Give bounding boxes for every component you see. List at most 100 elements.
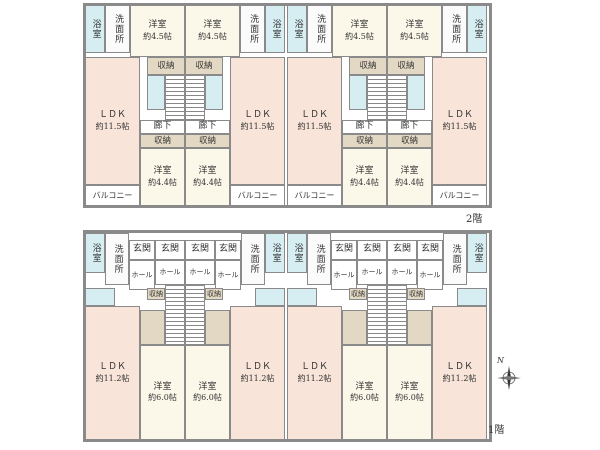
ldk-label: 約11.2帖 — [297, 373, 332, 383]
hall-2-label: ホール — [189, 268, 211, 277]
ldk-label: ＬＤＫ — [98, 110, 126, 121]
floor1-unit5-western-room: 洋室約6.0帖 — [140, 345, 185, 440]
floor2-unit3-western-room-upper: 洋室約4.5帖 — [332, 5, 387, 57]
washroom-label: 洗面所 — [248, 14, 259, 44]
floor1-unit7-hall: ホール — [331, 260, 357, 290]
floor2-unit4-western-room-upper: 洋室約4.5帖 — [387, 5, 442, 57]
compass-north-label: N — [497, 356, 504, 365]
floor1-unit5-toilet — [85, 288, 115, 306]
ldk-label: ＬＤＫ — [445, 362, 473, 373]
western-room-label: 約6.0帖 — [395, 393, 424, 403]
compass-icon: N — [494, 356, 524, 394]
floor2-unit4-storage-lower: 収納 — [387, 134, 432, 148]
hall-label: ホール — [419, 270, 441, 279]
western-room-lower-label: 洋室 — [198, 166, 217, 177]
ldk-label: 約11.2帖 — [95, 373, 130, 383]
floor2-unit2-toilet — [205, 75, 223, 110]
washroom-label: 洗面所 — [450, 244, 461, 274]
floor2-unit1-storage: 収納 — [147, 57, 185, 75]
entrance-2-label: 玄関 — [362, 244, 381, 255]
floor1-unit6-western-room: 洋室約6.0帖 — [185, 345, 230, 440]
floor2-unit4-storage: 収納 — [387, 57, 425, 75]
ldk-label: 約11.5帖 — [95, 121, 130, 131]
floor1-unit8-bathroom: 浴室 — [467, 233, 487, 273]
floor1-unit7-western-room: 洋室約6.0帖 — [342, 345, 387, 440]
floor1-unit5-bathroom: 浴室 — [85, 233, 105, 273]
bathroom-label: 浴室 — [90, 243, 101, 263]
hallway-label: 廊下 — [153, 121, 172, 132]
entrance-label: 玄関 — [218, 244, 237, 255]
floor2-unit4-western-room-lower: 洋室約4.4帖 — [387, 148, 432, 206]
storage-lower-label: 収納 — [355, 135, 373, 146]
bathroom-label: 浴室 — [292, 243, 303, 263]
balcony-label: バルコニー — [92, 190, 133, 200]
floor1-unit5-entrance-2: 玄関 — [155, 240, 185, 260]
floor2-unit3-hallway: 廊下 — [342, 120, 387, 134]
balcony-label: バルコニー — [237, 190, 278, 200]
floor1-unit8-closet — [407, 310, 432, 345]
floor1-unit6-closet — [205, 310, 230, 345]
western-room-upper-label: 洋室 — [405, 20, 424, 31]
storage-label: 収納 — [397, 60, 415, 71]
floor1-unit7-entrance-2: 玄関 — [357, 240, 387, 260]
ldk-label: 約11.5帖 — [442, 121, 477, 131]
floor1-unit5-storage: 収納 — [147, 288, 165, 300]
floor1-unit6-washroom: 洗面所 — [241, 233, 265, 285]
floor2-unit1-balcony: バルコニー — [85, 185, 140, 206]
western-room-upper-label: 約4.5帖 — [345, 31, 374, 41]
storage-label: 収納 — [207, 289, 221, 298]
floor2-unit2-hallway: 廊下 — [185, 120, 230, 134]
floor1-unit7-hall-2: ホール — [357, 260, 387, 285]
ldk-label: 約11.5帖 — [240, 121, 275, 131]
washroom-label: 洗面所 — [248, 244, 259, 274]
floor2-unit3-balcony: バルコニー — [287, 185, 342, 206]
floor2-unit4-bathroom: 浴室 — [467, 5, 487, 53]
bathroom-label: 浴室 — [90, 19, 101, 39]
hall-label: ホール — [333, 270, 355, 279]
western-room-upper-label: 洋室 — [203, 20, 222, 31]
floor1-unit6-toilet — [255, 288, 285, 306]
hall-2-label: ホール — [159, 268, 181, 277]
western-room-lower-label: 約4.4帖 — [350, 177, 379, 187]
washroom-label: 洗面所 — [113, 14, 124, 44]
floor1-unit7-washroom: 洗面所 — [307, 233, 331, 285]
floor1-unit7-closet — [342, 310, 367, 345]
western-room-label: 洋室 — [355, 381, 374, 392]
floor2-unit3-stairs — [367, 75, 387, 120]
storage-label: 収納 — [351, 289, 365, 298]
floor2-unit4-hallway: 廊下 — [387, 120, 432, 134]
storage-label: 収納 — [149, 289, 163, 298]
floor2-unit1-bathroom: 浴室 — [85, 5, 105, 53]
floor2-unit4-washroom: 洗面所 — [442, 5, 467, 53]
ldk-label: ＬＤＫ — [300, 362, 328, 373]
storage-lower-label: 収納 — [198, 135, 216, 146]
western-room-lower-label: 洋室 — [355, 166, 374, 177]
floor2-unit2-stairs — [185, 75, 205, 120]
entrance-label: 玄関 — [334, 244, 353, 255]
storage-label: 収納 — [409, 289, 423, 298]
floor1-unit8-western-room: 洋室約6.0帖 — [387, 345, 432, 440]
western-room-lower-label: 洋室 — [400, 166, 419, 177]
western-room-label: 約6.0帖 — [193, 393, 222, 403]
floor1-unit5-closet — [140, 310, 165, 345]
floor1-unit5-entrance: 玄関 — [129, 240, 155, 260]
floor2-unit3-storage-lower: 収納 — [342, 134, 387, 148]
hallway-label: 廊下 — [400, 121, 419, 132]
entrance-2-label: 玄関 — [392, 244, 411, 255]
storage-lower-label: 収納 — [400, 135, 418, 146]
floor1-unit8-hall-2: ホール — [387, 260, 417, 285]
ldk-label: ＬＤＫ — [243, 362, 271, 373]
floor2-unit2-western-room-lower: 洋室約4.4帖 — [185, 148, 230, 206]
floor-2-label: 2階 — [466, 214, 483, 225]
hallway-label: 廊下 — [355, 121, 374, 132]
western-room-upper-label: 約4.5帖 — [400, 31, 429, 41]
western-room-label: 約6.0帖 — [350, 393, 379, 403]
floor2-unit3-western-room-lower: 洋室約4.4帖 — [342, 148, 387, 206]
western-room-lower-label: 洋室 — [153, 166, 172, 177]
floor1-unit8-toilet — [457, 288, 487, 306]
